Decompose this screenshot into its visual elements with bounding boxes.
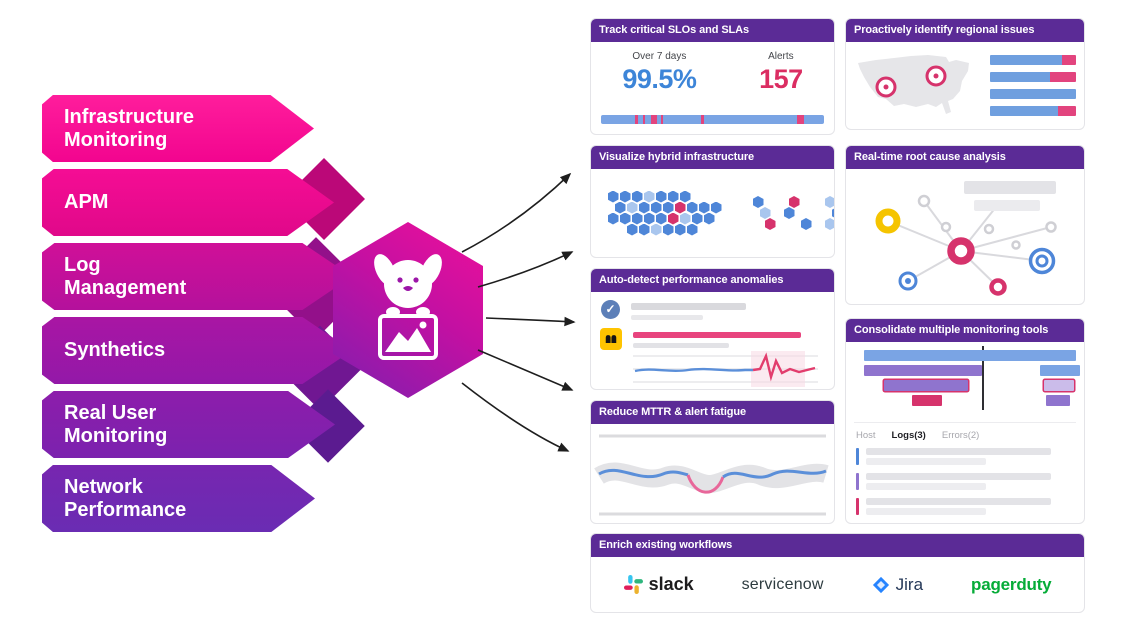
flame-cursor	[982, 346, 984, 410]
legend-errors: Errors(2)	[941, 430, 980, 441]
ribbon-label: Infrastructure Monitoring	[64, 105, 195, 151]
card-anomaly-title: Auto-detect performance anomalies	[591, 269, 834, 292]
ribbon-label: Network Performance	[64, 475, 187, 521]
slo-metrics: Over 7 days 99.5% Alerts 157	[591, 42, 834, 95]
card-workflows: Enrich existing workflows slack servicen…	[590, 533, 1085, 613]
anomaly-chart	[633, 351, 818, 387]
slo-uptime-bar	[601, 115, 824, 124]
flame-graph	[854, 342, 1080, 414]
jira-icon	[872, 576, 889, 593]
ribbon-apm: APM	[42, 169, 334, 236]
divider	[854, 422, 1076, 423]
card-rootcause-title: Real-time root cause analysis	[846, 146, 1084, 169]
mttr-chart	[594, 434, 829, 516]
card-anomaly: Auto-detect performance anomalies ✓	[590, 268, 835, 390]
card-regional-title: Proactively identify regional issues	[846, 19, 1084, 42]
hybrid-cluster-right	[752, 196, 834, 231]
servicenow-logo: servicenow	[742, 576, 824, 594]
card-rootcause: Real-time root cause analysis	[845, 145, 1085, 305]
us-map	[858, 54, 969, 114]
slack-logo: slack	[623, 574, 694, 595]
card-mttr: Reduce MTTR & alert fatigue	[590, 400, 835, 524]
card-slo-title: Track critical SLOs and SLAs	[591, 19, 834, 42]
log-groups	[856, 448, 1074, 523]
check-icon: ✓	[601, 300, 620, 319]
placeholder-bar	[631, 315, 703, 320]
ribbon-network-performance: Network Performance	[42, 465, 315, 532]
card-workflows-title: Enrich existing workflows	[591, 534, 1084, 557]
ribbon-label: Log Management	[64, 253, 187, 299]
placeholder-bar	[631, 303, 746, 310]
jira-logo: Jira	[872, 575, 923, 595]
slo-window-label: Over 7 days	[632, 51, 687, 62]
jira-wordmark: Jira	[895, 574, 924, 594]
rootcause-graph	[875, 181, 1057, 296]
slo-alerts-metric: Alerts 157	[759, 51, 803, 95]
card-consolidate: Consolidate multiple monitoring tools Ho…	[845, 318, 1085, 524]
card-slo: Track critical SLOs and SLAs Over 7 days…	[590, 18, 835, 135]
hybrid-cluster-left	[607, 190, 722, 236]
slo-window-metric: Over 7 days 99.5%	[622, 51, 697, 95]
legend-host: Host	[856, 430, 876, 441]
ribbon-label: Real User Monitoring	[64, 401, 168, 447]
log-legend: Host Logs(3) Errors(2)	[856, 430, 979, 441]
legend-logs: Logs(3)	[891, 430, 926, 441]
slack-icon	[623, 575, 643, 594]
slo-alerts-value: 157	[759, 64, 803, 94]
anomaly-pink-bar	[633, 332, 801, 338]
pagerduty-wordmark: pagerduty	[971, 574, 1052, 594]
placeholder-bar	[633, 343, 729, 348]
datadog-dog-icon	[374, 254, 442, 360]
regional-bars	[990, 55, 1076, 116]
slo-window-value: 99.5%	[622, 64, 697, 94]
card-hybrid: Visualize hybrid infrastructure	[590, 145, 835, 258]
card-mttr-title: Reduce MTTR & alert fatigue	[591, 401, 834, 424]
ribbon-label: Synthetics	[64, 339, 166, 361]
servicenow-wordmark: servicenow	[741, 575, 824, 593]
ribbon-label: APM	[64, 191, 109, 213]
watchdog-icon	[600, 328, 622, 350]
slo-alerts-label: Alerts	[768, 51, 794, 62]
ribbon-synthetics: Synthetics	[42, 317, 352, 384]
ribbon-real-user-monitoring: Real User Monitoring	[42, 391, 335, 458]
ribbon-log-management: Log Management	[42, 243, 352, 310]
slack-wordmark: slack	[648, 574, 694, 594]
pagerduty-logo: pagerduty	[971, 574, 1052, 595]
card-hybrid-title: Visualize hybrid infrastructure	[591, 146, 834, 169]
ribbon-infrastructure-monitoring: Infrastructure Monitoring	[42, 95, 314, 162]
card-consolidate-title: Consolidate multiple monitoring tools	[846, 319, 1084, 342]
card-regional: Proactively identify regional issues	[845, 18, 1085, 130]
